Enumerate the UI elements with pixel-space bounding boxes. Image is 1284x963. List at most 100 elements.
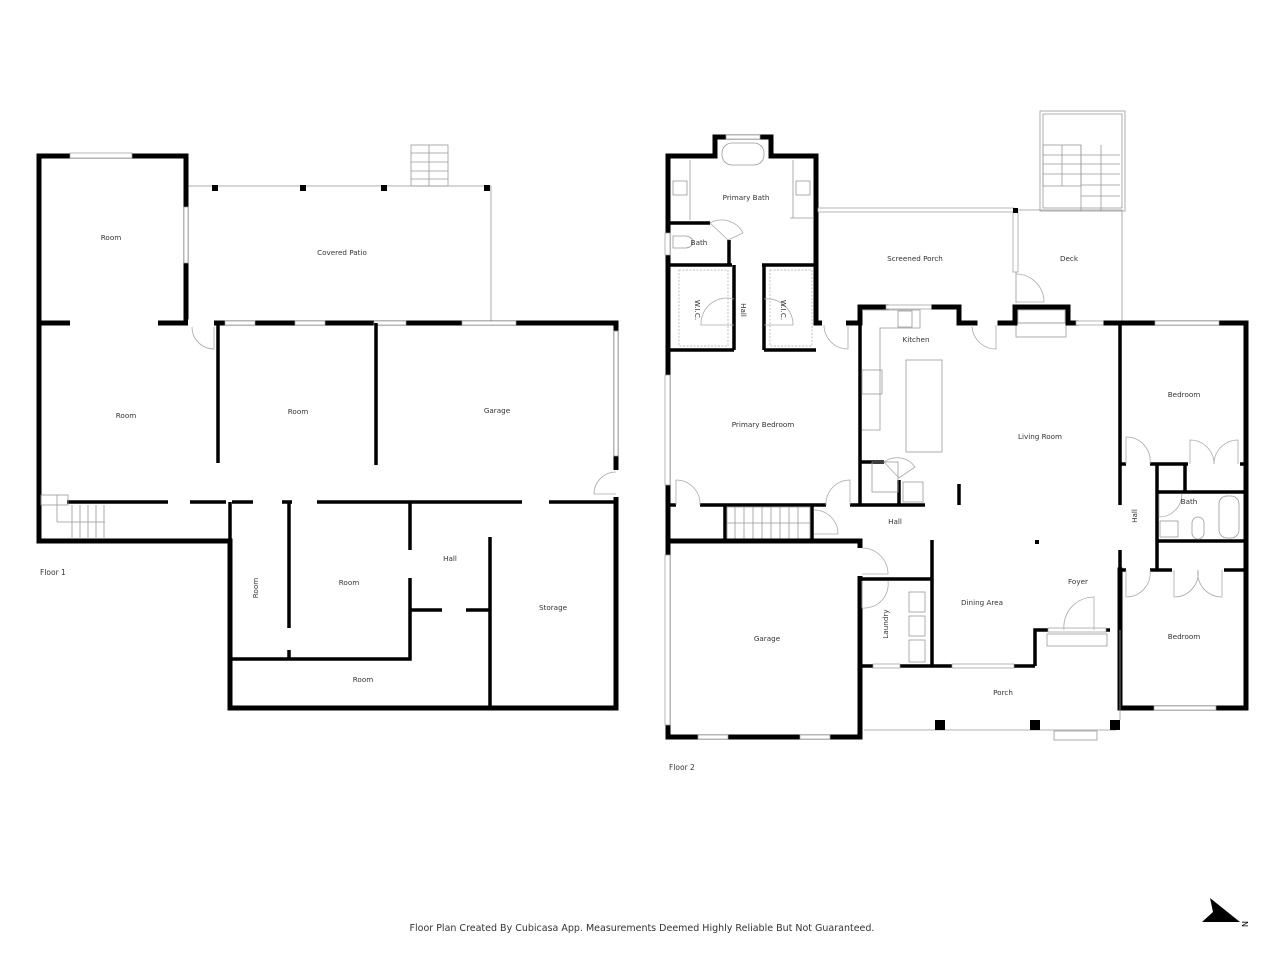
stove-icon <box>861 369 883 395</box>
window <box>373 320 407 326</box>
room-label: Bedroom <box>1168 390 1201 399</box>
door-swing <box>825 479 851 506</box>
porch-post <box>935 720 945 730</box>
room-label: Bath <box>691 238 708 247</box>
room-label: Room <box>116 411 136 420</box>
patio-post <box>212 185 218 191</box>
floor-2-label: Floor 2 <box>669 763 695 772</box>
room-label: Screened Porch <box>887 254 943 263</box>
floor-1-plan <box>36 144 620 711</box>
patio-post <box>381 185 387 191</box>
porch-post <box>1110 720 1120 730</box>
counter-outline <box>862 309 921 431</box>
room-label: Laundry <box>881 609 890 639</box>
wall <box>1103 320 1249 711</box>
room-label: Hall <box>888 517 902 526</box>
room-label: Room <box>288 407 308 416</box>
room-label: Room <box>339 578 359 587</box>
door-swing <box>709 219 744 241</box>
door-swing <box>971 324 997 350</box>
sink-icon <box>897 310 913 328</box>
bathtub-icon <box>1218 495 1240 539</box>
sink-icon <box>1159 520 1179 538</box>
window <box>613 330 619 457</box>
stairs-icon <box>726 506 811 540</box>
window <box>294 320 326 326</box>
door-swing <box>675 479 701 506</box>
window <box>885 304 935 310</box>
wall <box>36 320 233 544</box>
north-arrow-icon: N <box>1202 898 1250 927</box>
room-label: Porch <box>993 688 1013 697</box>
door-swing <box>191 326 215 350</box>
bathtub-icon <box>721 142 765 166</box>
wall <box>227 320 619 711</box>
room-label: Garage <box>754 634 781 643</box>
room-label: Deck <box>1060 254 1079 263</box>
door-swing <box>861 547 889 575</box>
room-label: Covered Patio <box>317 248 367 257</box>
pantry-door-swing <box>883 457 916 479</box>
sink-icon <box>908 639 926 663</box>
window <box>224 320 256 326</box>
room-label: Bedroom <box>1168 632 1201 641</box>
wall <box>665 538 863 740</box>
window <box>183 206 189 264</box>
room-label: Garage <box>484 406 511 415</box>
door-swing <box>763 298 794 326</box>
porch-steps <box>1053 730 1098 741</box>
door-swing <box>823 324 849 350</box>
patio-post <box>300 185 306 191</box>
window <box>799 734 831 740</box>
room-label: Hall <box>739 303 748 317</box>
room-label: W.I.C. <box>779 300 788 320</box>
fireplace-wall <box>1012 304 1071 326</box>
room-label: Living Room <box>1018 432 1062 441</box>
door-swing <box>593 471 617 495</box>
room-label: Bath <box>1181 497 1198 506</box>
room-label: Dining Area <box>961 598 1003 607</box>
patio-post <box>484 185 490 191</box>
room-label: Room <box>101 233 121 242</box>
closet-door-swing <box>1189 439 1239 465</box>
kitchen-island <box>905 359 943 453</box>
window <box>951 663 1015 669</box>
room-label: Room <box>251 578 260 598</box>
compass-label: N <box>1241 921 1250 927</box>
window <box>1075 320 1107 326</box>
window <box>1154 320 1220 326</box>
toilet-icon <box>1191 516 1205 540</box>
door-swing <box>1063 596 1095 631</box>
door-swing <box>1125 436 1151 465</box>
room-label: Foyer <box>1068 577 1088 586</box>
dryer-icon <box>908 615 926 637</box>
window <box>872 663 901 669</box>
room-label: Room <box>353 675 373 684</box>
sink-icon <box>795 180 811 196</box>
window <box>69 152 133 159</box>
screen-wall <box>817 207 1015 213</box>
toilet-icon <box>672 235 694 249</box>
closet-door-swing <box>1173 569 1223 598</box>
room-label: Primary Bath <box>723 193 770 202</box>
door-swing <box>1125 569 1151 598</box>
door-swing <box>700 297 735 326</box>
room-label: Storage <box>539 603 568 612</box>
window <box>664 554 671 726</box>
room-label: W.I.C. <box>693 300 702 320</box>
floor-2-plan <box>664 110 1249 741</box>
window <box>725 134 761 140</box>
door-swing <box>1015 273 1045 303</box>
window <box>664 232 671 256</box>
porch-post <box>1030 720 1040 730</box>
room-label: Hall <box>1130 509 1139 523</box>
room-label: Primary Bedroom <box>732 420 795 429</box>
sink-icon <box>672 180 688 196</box>
room-label: Hall <box>443 554 457 563</box>
deck-stairs-icon <box>1042 113 1123 211</box>
window <box>461 320 517 326</box>
washer-icon <box>908 591 926 613</box>
front-door <box>1047 627 1107 633</box>
